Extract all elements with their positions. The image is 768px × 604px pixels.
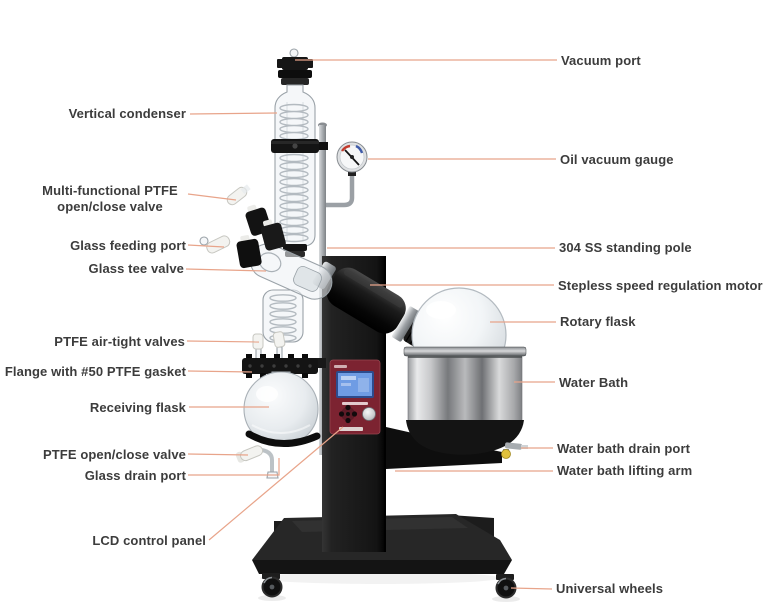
label-glass-tee-valve: Glass tee valve <box>88 261 184 276</box>
multi-functional-ptfe-valve-graphic <box>226 184 286 251</box>
leader-glass-feeding-port <box>187 244 225 248</box>
leader-universal-wheels <box>510 587 553 590</box>
vacuum-port-graphic <box>277 48 313 85</box>
label-standing-pole: 304 SS standing pole <box>559 240 692 255</box>
label-water-bath: Water Bath <box>559 375 629 390</box>
lcd-control-panel-graphic <box>329 359 381 435</box>
ptfe-open-close-valve-graphic <box>235 445 274 472</box>
leader-ptfe-open-close-valve <box>187 453 249 456</box>
label-universal-wheels: Universal wheels <box>556 581 664 596</box>
glass-feeding-port-graphic <box>199 235 262 269</box>
label-multi-functional-ptfe-valve: Multi-functional PTFE open/close valve <box>42 183 178 214</box>
label-glass-drain-port: Glass drain port <box>84 468 186 483</box>
leader-flange-ptfe-gasket <box>187 370 253 373</box>
label-lcd-control-panel: LCD control panel <box>92 533 206 548</box>
oil-vacuum-gauge-graphic <box>326 141 368 208</box>
leader-glass-tee-valve <box>185 268 267 272</box>
leader-vertical-condenser <box>189 112 278 115</box>
label-ptfe-air-tight-valves: PTFE air-tight valves <box>54 334 185 349</box>
label-water-bath-drain-port: Water bath drain port <box>557 441 691 456</box>
label-receiving-flask: Receiving flask <box>89 400 186 415</box>
label-flange-ptfe-gasket: Flange with #50 PTFE gasket <box>4 364 186 379</box>
leader-ptfe-air-tight-valves <box>186 340 260 343</box>
leader-multi-functional-ptfe-valve <box>187 193 237 201</box>
water-bath-graphic <box>403 346 527 455</box>
vertical-condenser-graphic <box>262 84 328 343</box>
receiving-flask-graphic <box>243 371 321 448</box>
water-bath-drain-port-graphic <box>501 442 528 459</box>
leader-glass-drain-port <box>188 458 280 476</box>
label-speed-regulation-motor: Stepless speed regulation motor <box>558 278 763 293</box>
label-rotary-flask: Rotary flask <box>560 314 636 329</box>
label-oil-vacuum-gauge: Oil vacuum gauge <box>560 152 674 167</box>
universal-wheel-left-graphic <box>258 573 286 601</box>
label-vacuum-port: Vacuum port <box>561 53 641 68</box>
label-glass-feeding-port: Glass feeding port <box>70 238 186 253</box>
label-ptfe-open-close-valve: PTFE open/close valve <box>43 447 186 462</box>
label-water-bath-lifting-arm: Water bath lifting arm <box>557 463 693 478</box>
label-vertical-condenser: Vertical condenser <box>68 106 186 121</box>
leader-lcd-control-panel <box>208 426 344 541</box>
